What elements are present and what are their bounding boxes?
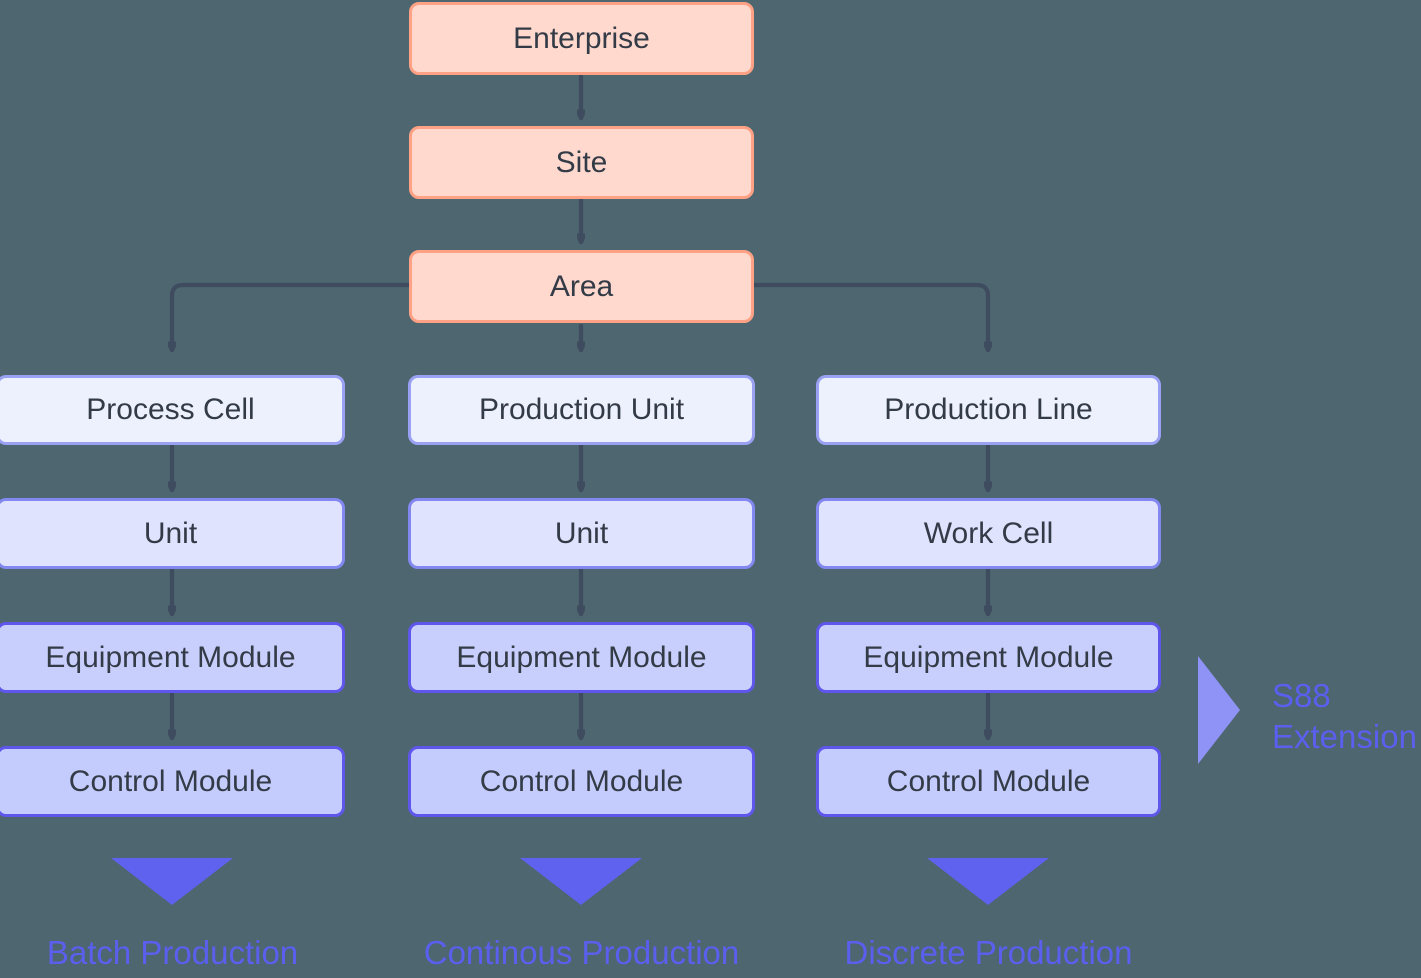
node-equipment-module-batch-label: Equipment Module — [45, 640, 296, 674]
node-production-line[interactable]: Production Line — [816, 375, 1161, 445]
s88-extension-label: S88 Extension — [1272, 675, 1417, 758]
node-control-module-batch[interactable]: Control Module — [0, 746, 345, 817]
node-unit-batch-label: Unit — [143, 516, 198, 550]
node-area-label: Area — [549, 269, 614, 303]
node-site-label: Site — [555, 145, 608, 179]
node-enterprise[interactable]: Enterprise — [409, 2, 754, 75]
outcome-arrow-batch — [111, 858, 233, 905]
node-enterprise-label: Enterprise — [513, 21, 650, 55]
caption-discrete-production: Discrete Production — [844, 934, 1133, 971]
node-process-cell[interactable]: Process Cell — [0, 375, 345, 445]
s88-extension-line1: S88 — [1272, 677, 1331, 714]
node-production-line-label: Production Line — [884, 393, 1093, 426]
node-control-module-continuous[interactable]: Control Module — [408, 746, 755, 817]
caption-continuous-production: Continous Production — [423, 934, 740, 971]
node-control-module-batch-label: Control Module — [68, 764, 273, 798]
node-equipment-module-discrete-label: Equipment Module — [863, 640, 1114, 674]
node-area[interactable]: Area — [409, 250, 754, 323]
node-equipment-module-continuous[interactable]: Equipment Module — [408, 622, 755, 693]
node-production-unit[interactable]: Production Unit — [408, 375, 755, 445]
outcome-arrow-discrete — [927, 858, 1049, 905]
node-equipment-module-discrete[interactable]: Equipment Module — [816, 622, 1161, 693]
node-process-cell-label: Process Cell — [86, 393, 255, 426]
node-control-module-discrete[interactable]: Control Module — [816, 746, 1161, 817]
node-equipment-module-continuous-label: Equipment Module — [456, 640, 707, 674]
outcome-arrow-continuous — [520, 858, 642, 905]
node-control-module-continuous-label: Control Module — [479, 764, 684, 798]
s88-extension-line2: Extension — [1272, 718, 1417, 756]
node-work-cell[interactable]: Work Cell — [816, 498, 1161, 569]
node-control-module-discrete-label: Control Module — [886, 764, 1091, 798]
connector-area-production-line — [751, 282, 988, 353]
node-unit-continuous-label: Unit — [554, 516, 609, 550]
node-equipment-module-batch[interactable]: Equipment Module — [0, 622, 345, 693]
node-unit-batch[interactable]: Unit — [0, 498, 345, 569]
s88-extension-arrow-icon — [1198, 656, 1240, 764]
node-work-cell-label: Work Cell — [923, 516, 1054, 550]
node-unit-continuous[interactable]: Unit — [408, 498, 755, 569]
node-site[interactable]: Site — [409, 126, 754, 199]
caption-batch-production: Batch Production — [46, 934, 299, 971]
connector-area-process-cell — [172, 282, 412, 353]
node-production-unit-label: Production Unit — [478, 393, 685, 426]
